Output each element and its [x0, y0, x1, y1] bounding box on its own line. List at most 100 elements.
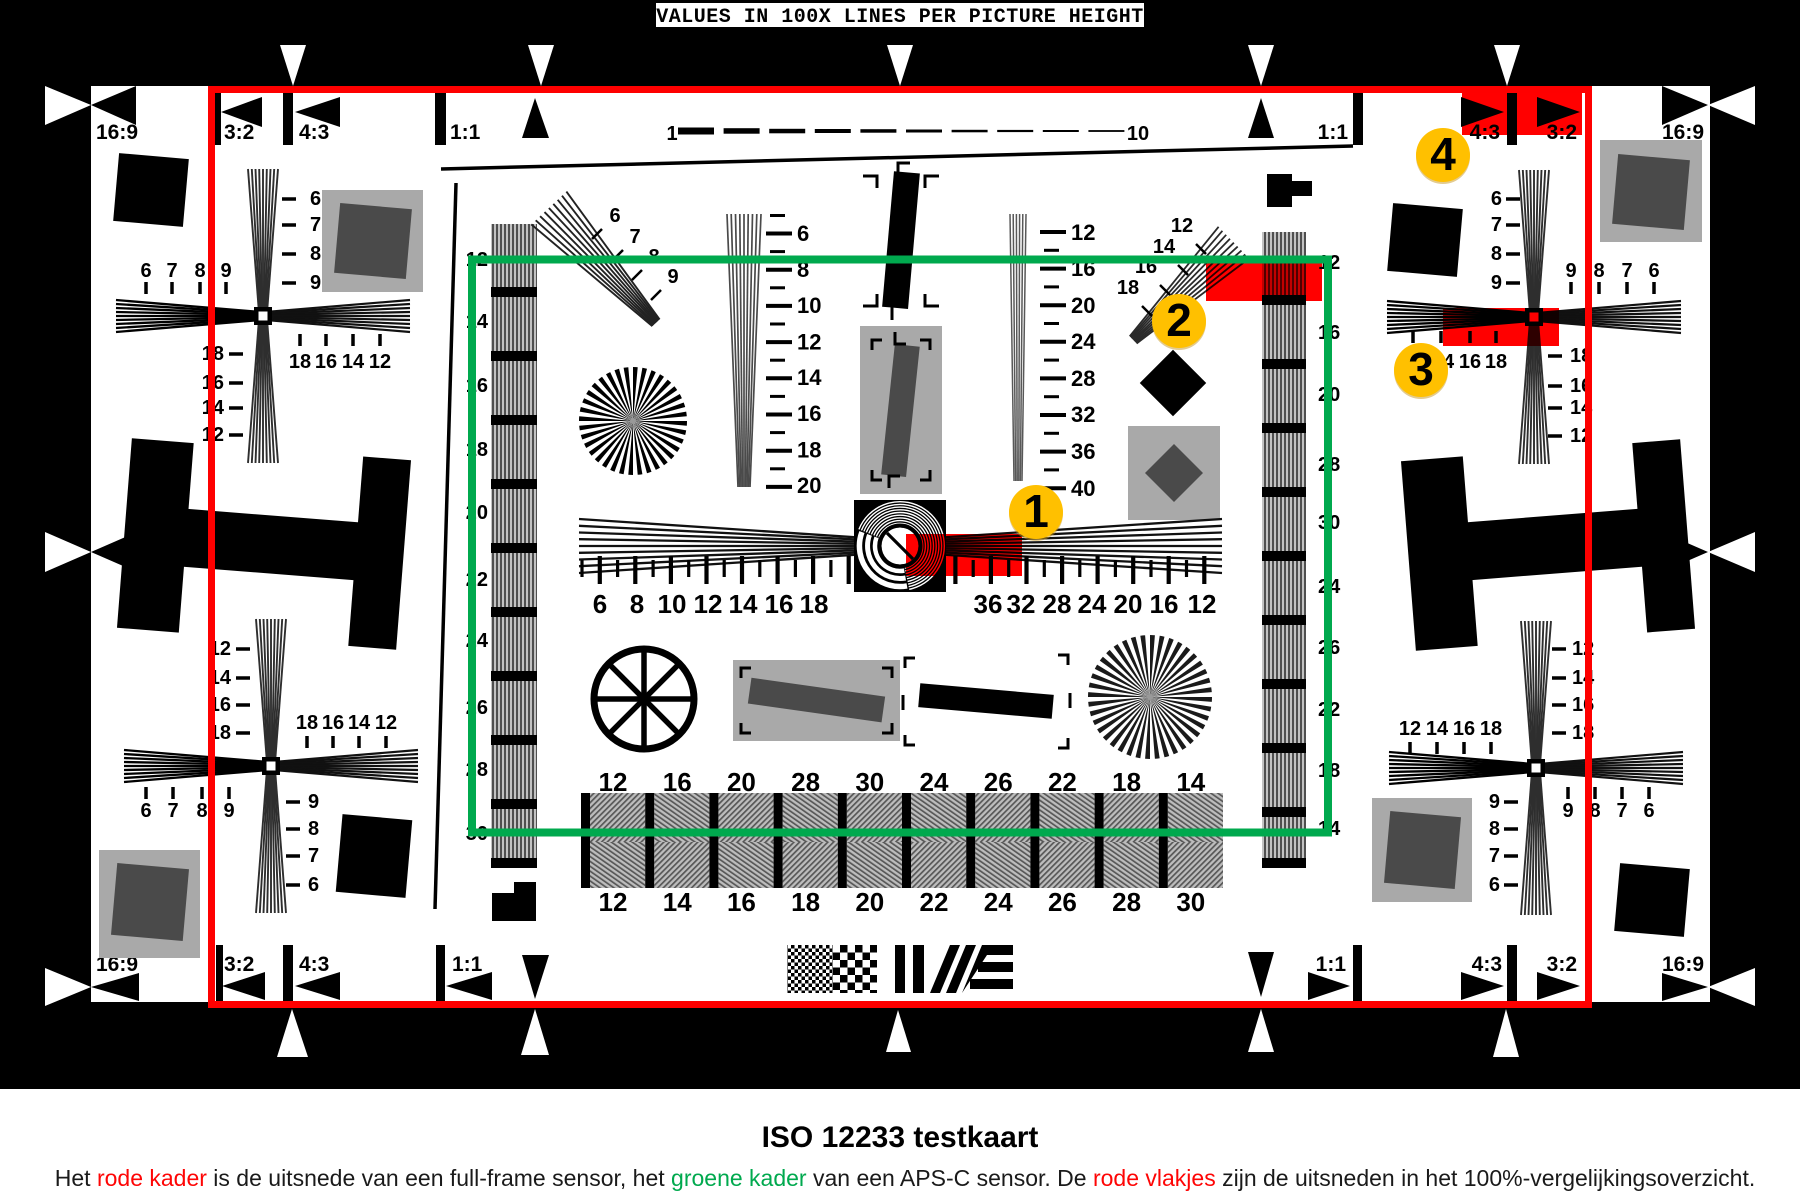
svg-text:26: 26 [1048, 887, 1077, 917]
svg-text:VALUES IN 100X LINES PER PICTU: VALUES IN 100X LINES PER PICTURE HEIGHT [656, 6, 1144, 29]
svg-text:7: 7 [629, 226, 640, 248]
svg-text:16: 16 [1150, 589, 1179, 619]
svg-text:24: 24 [1071, 329, 1096, 354]
svg-text:4:3: 4:3 [1472, 953, 1502, 976]
svg-text:36: 36 [1071, 439, 1095, 464]
svg-text:ISO 12233 testkaart: ISO 12233 testkaart [762, 1121, 1039, 1154]
svg-text:1: 1 [666, 123, 677, 145]
svg-text:6: 6 [310, 188, 321, 210]
svg-text:18: 18 [296, 712, 318, 734]
svg-text:16: 16 [727, 887, 756, 917]
svg-text:14: 14 [663, 887, 692, 917]
svg-text:3:2: 3:2 [1547, 953, 1577, 976]
svg-text:7: 7 [1616, 800, 1627, 822]
svg-text:7: 7 [310, 214, 321, 236]
svg-text:18: 18 [289, 351, 311, 373]
svg-text:8: 8 [1593, 260, 1604, 282]
svg-text:16: 16 [765, 589, 794, 619]
svg-text:30: 30 [855, 767, 884, 797]
svg-text:20: 20 [797, 473, 821, 498]
svg-text:3:2: 3:2 [224, 121, 254, 144]
svg-text:12: 12 [369, 351, 391, 373]
svg-text:18: 18 [1485, 351, 1507, 373]
svg-text:10: 10 [797, 293, 821, 318]
svg-text:16: 16 [1453, 718, 1475, 740]
svg-text:9: 9 [1562, 800, 1573, 822]
svg-text:7: 7 [1489, 845, 1500, 867]
svg-text:1:1: 1:1 [1316, 953, 1347, 976]
svg-text:16: 16 [797, 401, 821, 426]
svg-text:12: 12 [694, 589, 723, 619]
svg-text:8: 8 [194, 260, 205, 282]
svg-text:4: 4 [1430, 128, 1456, 180]
svg-text:14: 14 [797, 365, 822, 390]
svg-text:28: 28 [1043, 589, 1072, 619]
svg-text:9: 9 [223, 800, 234, 822]
svg-text:1:1: 1:1 [452, 953, 483, 976]
svg-text:16: 16 [663, 767, 692, 797]
svg-text:16: 16 [315, 351, 337, 373]
svg-text:36: 36 [974, 589, 1003, 619]
svg-text:6: 6 [140, 800, 151, 822]
svg-text:24: 24 [920, 767, 949, 797]
svg-text:18: 18 [1112, 767, 1141, 797]
svg-text:12: 12 [1071, 220, 1095, 245]
svg-text:22: 22 [1048, 767, 1077, 797]
svg-text:26: 26 [984, 767, 1013, 797]
svg-text:40: 40 [1071, 476, 1095, 501]
svg-text:16:9: 16:9 [1662, 121, 1704, 144]
svg-text:20: 20 [727, 767, 756, 797]
svg-text:18: 18 [791, 887, 820, 917]
svg-text:16: 16 [1459, 351, 1481, 373]
svg-text:6: 6 [593, 589, 607, 619]
svg-text:6: 6 [1491, 188, 1502, 210]
svg-text:6: 6 [308, 874, 319, 896]
svg-text:14: 14 [348, 712, 371, 734]
svg-text:18: 18 [1480, 718, 1502, 740]
svg-text:12: 12 [1399, 718, 1421, 740]
svg-text:32: 32 [1007, 589, 1036, 619]
svg-text:1:1: 1:1 [1318, 121, 1349, 144]
svg-text:3: 3 [1408, 343, 1434, 395]
svg-text:28: 28 [1071, 366, 1095, 391]
svg-text:1:1: 1:1 [450, 121, 481, 144]
svg-text:6: 6 [797, 221, 809, 246]
svg-text:32: 32 [1071, 402, 1095, 427]
svg-text:7: 7 [167, 800, 178, 822]
svg-text:20: 20 [1114, 589, 1143, 619]
svg-text:8: 8 [1489, 818, 1500, 840]
svg-text:4:3: 4:3 [299, 121, 329, 144]
svg-text:7: 7 [308, 845, 319, 867]
svg-text:8: 8 [1491, 243, 1502, 265]
svg-text:28: 28 [1112, 887, 1141, 917]
svg-text:12: 12 [599, 767, 628, 797]
svg-text:8: 8 [1589, 800, 1600, 822]
svg-text:24: 24 [984, 887, 1013, 917]
svg-text:18: 18 [797, 438, 821, 463]
svg-text:8: 8 [308, 818, 319, 840]
svg-text:18: 18 [800, 589, 829, 619]
svg-text:20: 20 [855, 887, 884, 917]
svg-text:9: 9 [308, 791, 319, 813]
svg-text:7: 7 [1491, 214, 1502, 236]
svg-text:9: 9 [310, 272, 321, 294]
svg-text:9: 9 [1565, 260, 1576, 282]
svg-text:16:9: 16:9 [96, 121, 138, 144]
svg-text:4:3: 4:3 [299, 953, 329, 976]
svg-text:14: 14 [342, 351, 365, 373]
svg-text:14: 14 [729, 589, 758, 619]
svg-text:14: 14 [1176, 767, 1205, 797]
svg-text:12: 12 [375, 712, 397, 734]
svg-text:7: 7 [1621, 260, 1632, 282]
svg-text:6: 6 [609, 205, 620, 227]
svg-text:6: 6 [1643, 800, 1654, 822]
svg-text:3:2: 3:2 [224, 953, 254, 976]
svg-text:8: 8 [196, 800, 207, 822]
svg-text:12: 12 [797, 330, 821, 355]
svg-text:16: 16 [322, 712, 344, 734]
svg-text:9: 9 [667, 266, 678, 288]
svg-text:6: 6 [1489, 874, 1500, 896]
svg-text:1: 1 [1023, 485, 1049, 537]
svg-text:24: 24 [1078, 589, 1107, 619]
svg-text:Het rode kader is de uitsnede: Het rode kader is de uitsnede van een fu… [55, 1165, 1755, 1191]
